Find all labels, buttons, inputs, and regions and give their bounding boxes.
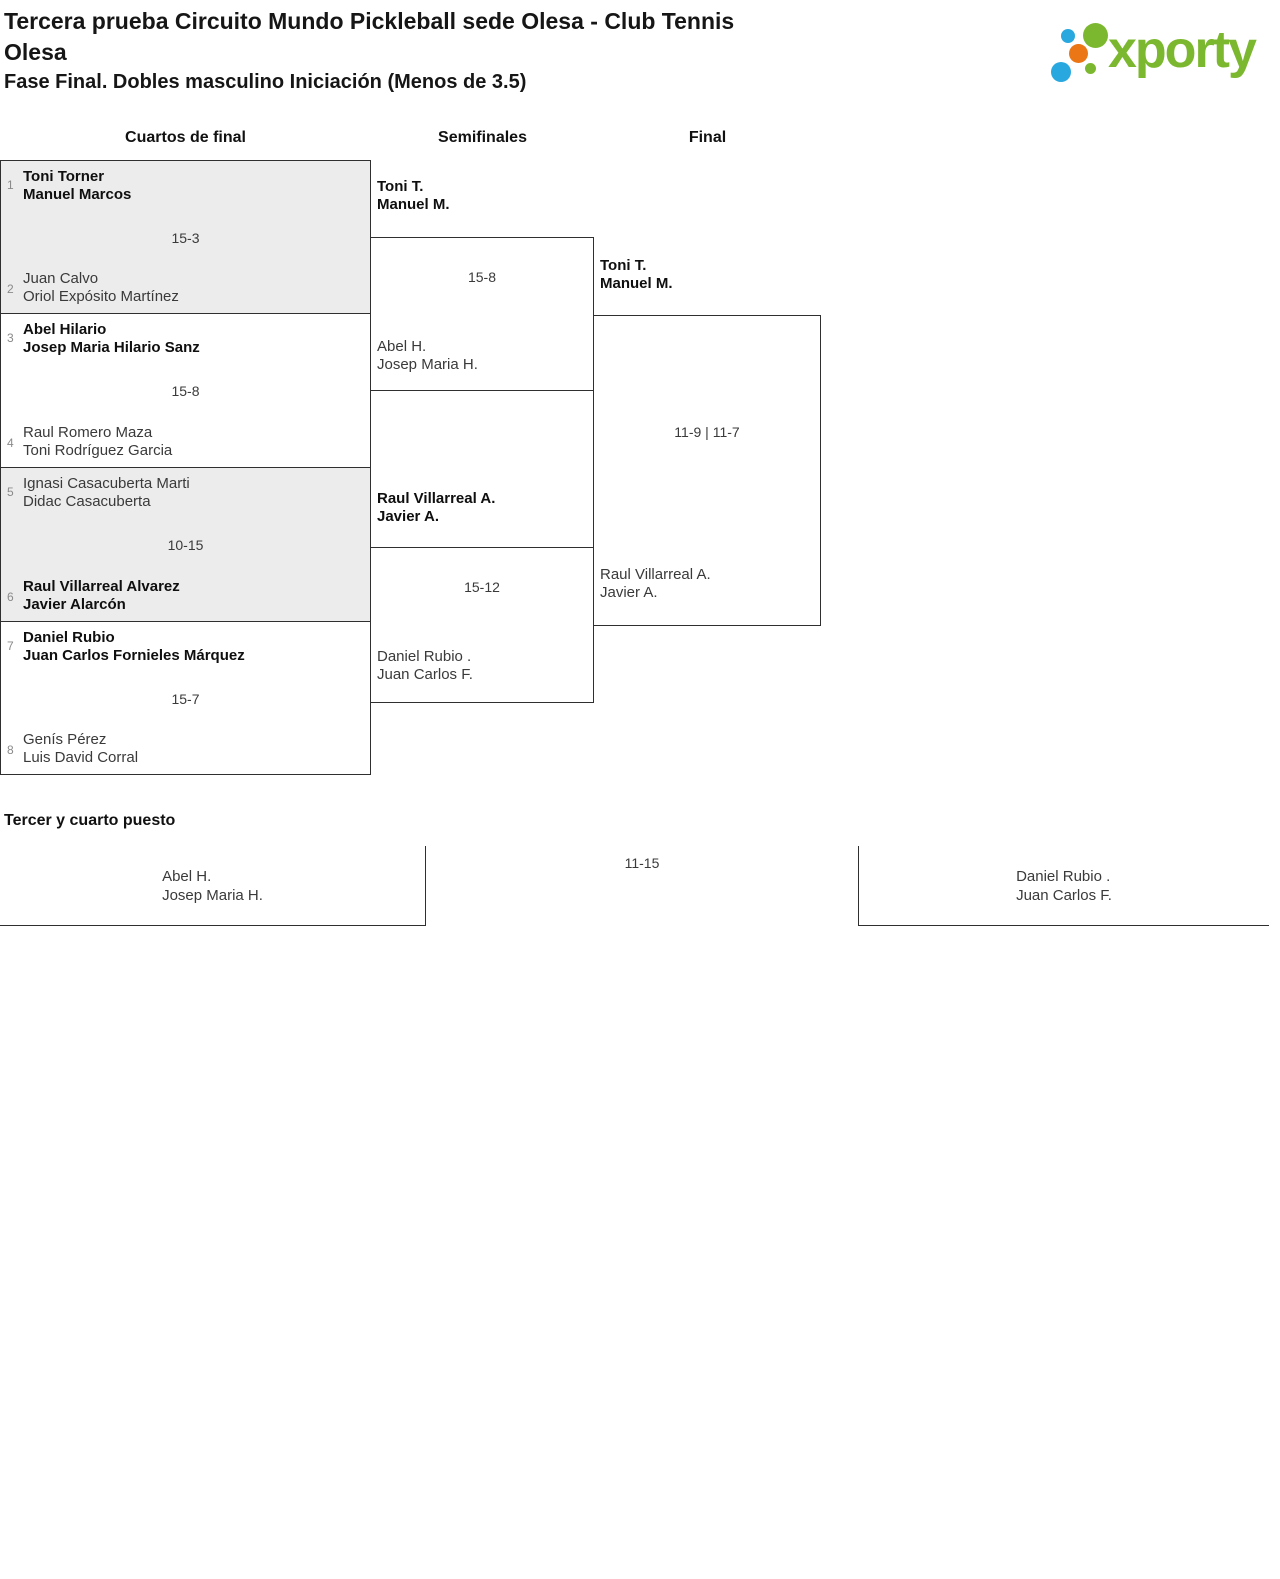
team-name: Abel Hilario [23,321,107,338]
team-name: Toni Torner [23,168,105,185]
team-name: Manuel M. [600,275,673,292]
team-pair: Toni Torner Manuel Marcos [23,168,131,204]
round-header-cuartos-de-final: Cuartos de final [125,129,246,146]
team-name: Luis David Corral [23,749,139,766]
team-pair: Toni T. Manuel M. [377,178,450,214]
seed-number: 3 [7,331,14,345]
page-title-line2: Olesa [4,39,67,65]
team-name: Josep Maria H. [377,356,478,373]
team-name: Manuel Marcos [23,186,132,203]
team-name: Raul Romero Maza [23,424,153,441]
third-place-heading: Tercer y cuarto puesto [4,812,176,829]
team-name: Raul Villarreal A. [600,566,711,583]
team-pair: Daniel Rubio . Juan Carlos F. [377,648,473,684]
team-name: Juan Carlos F. [377,666,473,683]
match-score: 15-3 [171,230,200,246]
team-pair: Ignasi Casacuberta Marti Didac Casacuber… [23,475,190,511]
team-pair: Daniel Rubio Juan Carlos Fornieles Márqu… [23,629,245,665]
seed-number: 7 [7,639,14,653]
team-name: Didac Casacuberta [23,493,151,510]
team-name: Oriol Expósito Martínez [23,288,179,305]
third-place-right-slot: Daniel Rubio . Juan Carlos F. [858,846,1269,926]
team-pair: Juan Calvo Oriol Expósito Martínez [23,270,179,306]
team-name: Javier A. [600,584,658,601]
team-name: Abel H. [377,338,427,355]
team-pair: Raul Romero Maza Toni Rodríguez Garcia [23,424,172,460]
team-name: Josep Maria Hilario Sanz [23,339,200,356]
seed-number: 5 [7,485,14,499]
team-name: Abel H. [162,867,212,885]
team-pair: Daniel Rubio . Juan Carlos F. [1016,867,1112,905]
match-score: 15-8 [171,383,200,399]
third-place-left-slot: Abel H. Josep Maria H. [0,846,426,926]
round-header-semifinales: Semifinales [438,129,527,146]
team-name: Genís Pérez [23,731,107,748]
team-name: Daniel Rubio . [377,648,472,665]
team-name: Javier A. [377,508,439,525]
quarterfinal-match-3: 5 Ignasi Casacuberta Marti Didac Casacub… [0,467,371,622]
team-name: Toni T. [377,178,424,195]
team-name: Daniel Rubio [23,629,115,646]
match-score: 15-8 [467,269,497,285]
team-pair: Abel Hilario Josep Maria Hilario Sanz [23,321,200,357]
seed-number: 2 [7,282,14,296]
logo-dot-icon [1083,23,1108,48]
seed-number: 8 [7,743,14,757]
page-title: Tercera prueba Circuito Mundo Pickleball… [4,6,924,68]
seed-number: 6 [7,590,14,604]
team-name: Javier Alarcón [23,596,126,613]
match-score: 10-15 [167,537,204,553]
team-name: Juan Carlos F. [1016,886,1112,904]
team-pair: Raul Villarreal Alvarez Javier Alarcón [23,578,180,614]
third-place-score: 11-15 [624,855,660,871]
match-score: 15-12 [464,579,500,595]
team-pair: Raul Villarreal A. Javier A. [600,566,711,602]
page-subtitle: Fase Final. Dobles masculino Iniciación … [4,71,527,93]
logo-dot-icon [1069,44,1088,63]
team-pair: Raul Villarreal A. Javier A. [377,490,495,526]
team-name: Raul Villarreal A. [377,490,496,507]
team-pair: Toni T. Manuel M. [600,257,673,293]
team-name: Juan Calvo [23,270,99,287]
quarterfinal-match-2: 3 Abel Hilario Josep Maria Hilario Sanz … [0,313,371,468]
team-name: Toni T. [600,257,647,274]
team-name: Raul Villarreal Alvarez [23,578,180,595]
team-name: Josep Maria H. [162,886,263,904]
match-score: 11-9 | 11-7 [674,424,740,440]
round-header-final: Final [688,129,727,146]
team-name: Ignasi Casacuberta Marti [23,475,190,492]
team-pair: Abel H. Josep Maria H. [377,338,478,374]
logo-dot-icon [1061,29,1075,43]
logo-dot-icon [1051,62,1071,82]
semifinal-match-1: 15-8 [370,237,594,391]
team-pair: Abel H. Josep Maria H. [162,867,263,905]
xporty-logo: xporty [1045,12,1275,97]
seed-number: 1 [7,178,14,192]
logo-text: xporty [1108,21,1257,79]
team-name: Daniel Rubio . [1016,867,1111,885]
logo-dot-icon [1085,63,1096,74]
match-score: 15-7 [171,691,200,707]
team-pair: Genís Pérez Luis David Corral [23,731,138,767]
final-match: 11-9 | 11-7 [593,315,821,626]
page-title-line1: Tercera prueba Circuito Mundo Pickleball… [4,8,735,34]
quarterfinal-match-4: 7 Daniel Rubio Juan Carlos Fornieles Már… [0,621,371,775]
team-name: Manuel M. [377,196,450,213]
team-name: Toni Rodríguez Garcia [23,442,173,459]
seed-number: 4 [7,436,14,450]
quarterfinal-match-1: 1 Toni Torner Manuel Marcos 15-3 Juan Ca… [0,160,371,314]
team-name: Juan Carlos Fornieles Márquez [23,647,245,664]
